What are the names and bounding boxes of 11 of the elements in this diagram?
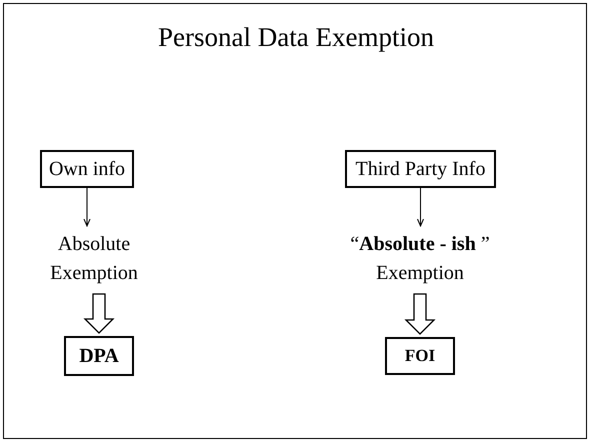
label-box: Third Party Info <box>345 150 496 188</box>
text-label: “Absolute - ish ” Exemption <box>320 228 520 290</box>
label-box: FOI <box>385 337 455 375</box>
block-arrow <box>83 293 115 334</box>
label-box: DPA <box>64 336 134 376</box>
title: Personal Data Exemption <box>157 22 435 53</box>
block-arrow <box>404 293 436 335</box>
arrow <box>417 188 424 226</box>
arrow <box>84 188 90 226</box>
label-box: Own info <box>40 150 134 188</box>
text-label: Absolute Exemption <box>38 228 150 290</box>
